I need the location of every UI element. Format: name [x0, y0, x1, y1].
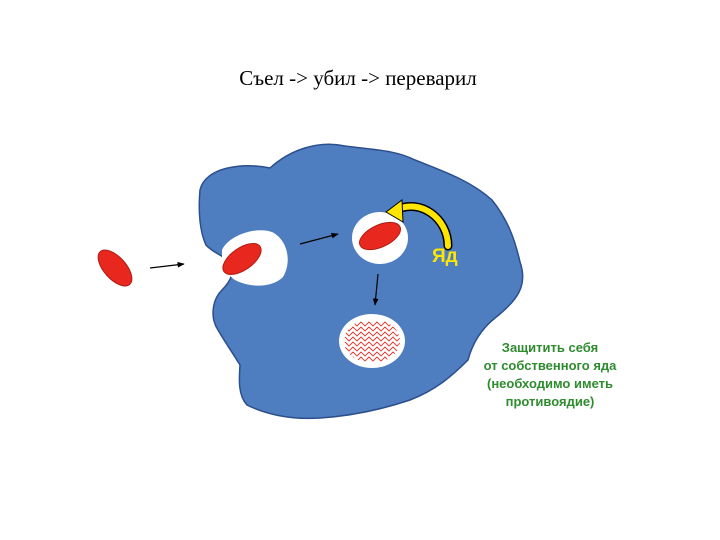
- free-bacterium: [97, 249, 133, 287]
- digest-arrow: [372, 273, 379, 306]
- slide-title-text: Съел -> убил -> переварил: [239, 66, 477, 90]
- internalize-arrow: [299, 232, 339, 245]
- slide-title: Съел -> убил -> переварил: [0, 66, 720, 91]
- phagocyte-cell: [198, 143, 524, 420]
- note-line: от собственного яда: [483, 358, 617, 373]
- note-line: Защитить себя: [501, 340, 599, 355]
- note-line: (необходимо иметь: [486, 376, 613, 391]
- approach-arrow: [149, 261, 185, 269]
- digested-bacterium: [344, 321, 400, 362]
- engulfed-bacterium: [222, 242, 262, 276]
- poison-label: Яд: [432, 246, 458, 267]
- antidote-note: Защитить себя от собственного яда (необх…: [440, 339, 660, 411]
- poison-arrow-icon: [385, 199, 453, 251]
- phagosome-bacterium: [359, 221, 401, 251]
- note-line: противоядие): [505, 394, 595, 409]
